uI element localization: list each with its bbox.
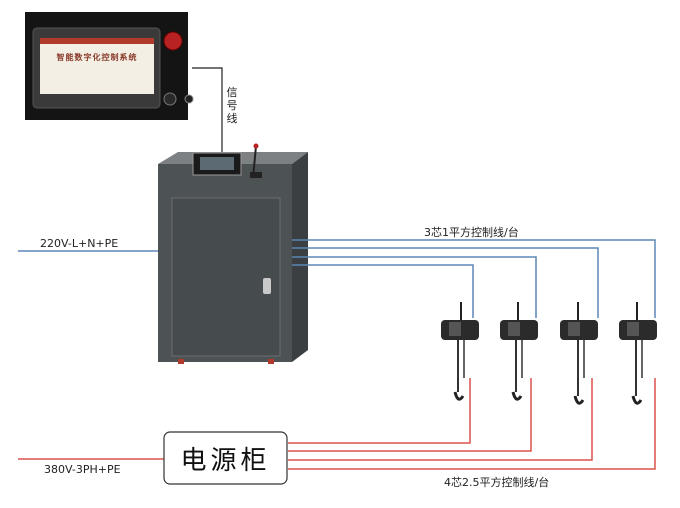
control-cabinet xyxy=(158,143,308,364)
control-wires xyxy=(292,239,656,318)
power-cabinet-label: 电源柜 xyxy=(180,445,271,476)
control-cable-top-label: 3芯1平方控制线/台 xyxy=(424,226,519,239)
emergency-stop-icon xyxy=(163,31,183,51)
hoist-3 xyxy=(560,302,598,405)
cabinet-foot xyxy=(268,359,274,364)
signal-wire xyxy=(192,67,223,160)
key-switch-icon xyxy=(163,92,177,106)
hook-icon xyxy=(631,395,643,405)
hoist-1 xyxy=(441,302,479,401)
power-wire-1 xyxy=(288,378,471,444)
cabinet-handle-icon xyxy=(263,278,271,294)
hmi-screen-header xyxy=(40,38,154,44)
hmi-screen xyxy=(40,38,154,94)
control-wire-1 xyxy=(292,264,474,318)
hook-icon xyxy=(511,391,523,401)
control-wire-2 xyxy=(292,256,537,318)
hmi-panel xyxy=(25,12,194,120)
supply-380v-label: 380V-3PH+PE xyxy=(44,463,121,476)
joystick-knob-icon xyxy=(253,143,259,149)
cabinet-display-screen xyxy=(200,157,234,170)
control-wire-3 xyxy=(292,247,599,318)
control-wire-4 xyxy=(292,239,656,318)
hook-icon xyxy=(453,391,465,401)
power-wire-2 xyxy=(288,378,532,452)
cabinet-foot xyxy=(178,359,184,364)
hmi-screen-title: 智能数字化控制系统 xyxy=(56,52,138,62)
supply-220v-label: 220V-L+N+PE xyxy=(40,237,119,250)
power-wire-4 xyxy=(288,378,656,470)
power-wires xyxy=(288,378,656,470)
hoist-2 xyxy=(500,302,538,401)
control-cable-bottom-label: 4芯2.5平方控制线/台 xyxy=(444,476,550,489)
signal-line-label: 信号线 xyxy=(226,86,238,125)
cabinet-door xyxy=(171,197,281,357)
power-wire-3 xyxy=(288,378,593,461)
cable-gland-icon xyxy=(184,94,194,104)
hook-icon xyxy=(573,395,585,405)
joystick-base xyxy=(250,172,262,178)
hoist-4 xyxy=(619,302,657,405)
power-cabinet-box xyxy=(163,431,288,485)
